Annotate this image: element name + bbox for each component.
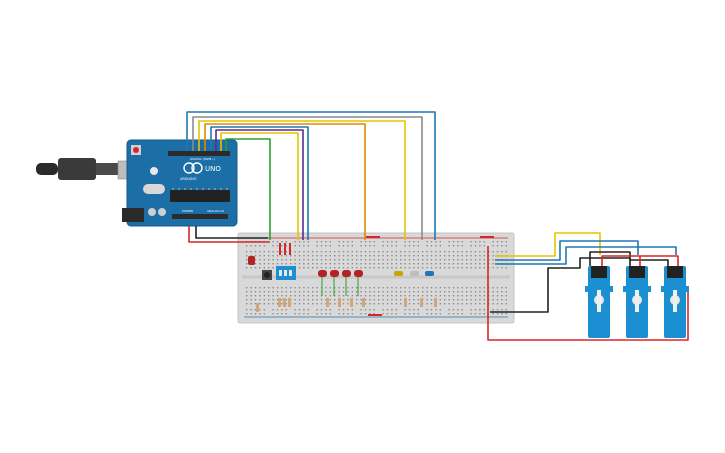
wire-servo-power3 (640, 255, 679, 266)
wire-servo-power2 (601, 255, 641, 266)
power-header-label: POWER (182, 209, 193, 213)
blue-led (425, 271, 434, 276)
arduino-uno-board: UNO ARDUINO DIGITAL (PWM~) POWER ANALOG … (122, 139, 238, 227)
led-legs (321, 277, 359, 296)
analog-header-label: ANALOG IN (207, 209, 224, 213)
board-model-label: UNO (205, 165, 221, 173)
servo-3 (661, 266, 689, 338)
wire-grey-top (192, 116, 423, 240)
wire-gnd (195, 226, 268, 239)
red-led-1 (318, 270, 327, 277)
white-led (410, 271, 419, 276)
wire-orange-top (204, 123, 366, 240)
servo-group (585, 266, 689, 338)
yellow-led (394, 271, 403, 276)
wire-blue-top (186, 111, 436, 240)
breadboard-components (248, 236, 494, 316)
wire-yellow-top (198, 120, 406, 240)
resistors (256, 298, 437, 312)
red-led-4 (354, 270, 363, 277)
breadboard (237, 232, 515, 324)
board-brand-label: ARDUINO (180, 177, 197, 181)
red-led-3 (342, 270, 351, 277)
red-led-left (248, 256, 255, 265)
wire-servo2-signal (495, 240, 639, 261)
digital-header (168, 151, 230, 156)
arduino-logo-icon (183, 162, 195, 174)
wire-servo-power (487, 246, 689, 341)
wire-blue-mid (210, 126, 309, 240)
power-analog-header (172, 214, 228, 219)
wire-servo3-signal (495, 246, 677, 265)
microcontroller-chip (170, 190, 230, 202)
red-led-2 (330, 270, 339, 277)
wires (186, 111, 689, 341)
power-jack (122, 208, 144, 222)
servo-1 (585, 266, 613, 338)
servo-2 (623, 266, 651, 338)
wire-yellow-mid (220, 132, 299, 240)
digital-header-label: DIGITAL (PWM~) (190, 157, 215, 161)
crystal (143, 184, 165, 194)
wire-5v (188, 226, 270, 243)
wire-green (225, 138, 271, 240)
red-led-row (318, 270, 363, 277)
wire-purple (215, 129, 304, 240)
